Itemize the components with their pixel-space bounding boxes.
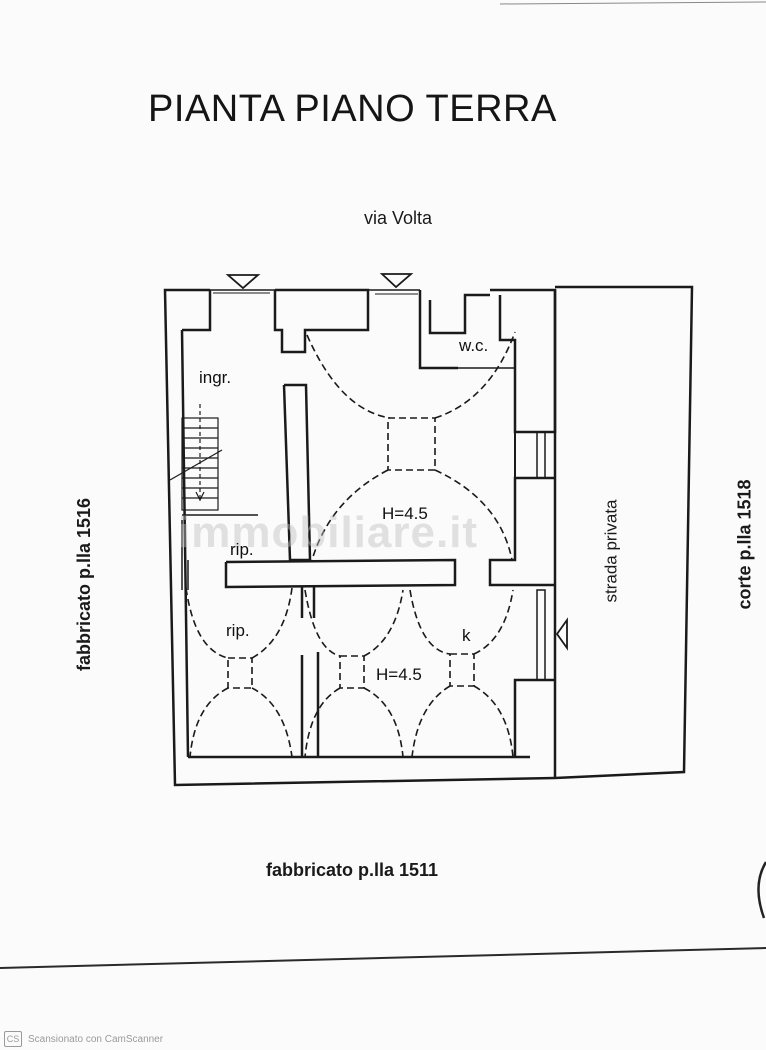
door-marker-side: [555, 617, 568, 651]
outer-wall-inner: [182, 290, 212, 332]
wc-door: [458, 340, 516, 369]
pillar-top-center: [273, 288, 370, 354]
private-road-boundary: [554, 285, 694, 780]
private-road-label: strada privata: [601, 499, 621, 603]
bottom-label: fabbricato p.lla 1511: [266, 860, 439, 880]
watermark-text: immobiliare.it: [178, 508, 479, 557]
door-marker-2: [379, 273, 414, 289]
room-label-storage-1: rip.: [230, 540, 254, 559]
room-label-storage-2: rip.: [226, 621, 250, 640]
staircase: [169, 404, 223, 511]
side-label-left: fabbricato p.lla 1516: [74, 497, 95, 672]
scanner-footer: CS Scansionato con CamScanner: [0, 1028, 766, 1050]
room-label-kitchen: k: [462, 626, 471, 645]
cross-wall: [224, 558, 457, 589]
camscanner-icon: CS: [4, 1031, 22, 1047]
central-wall: [282, 383, 312, 562]
vault-ceilings: [185, 331, 516, 758]
plan-title: PIANTA PIANO TERRA: [148, 88, 557, 130]
wc-wall: [418, 290, 458, 370]
height-label-lower: H=4.5: [376, 665, 422, 684]
room-label-wc: w.c.: [459, 336, 489, 355]
room-label-entrance: ingr.: [199, 368, 232, 387]
outer-wall: [163, 288, 556, 787]
side-label-right: corte p.lla 1518: [734, 479, 755, 610]
scanner-footer-text: Scansionato con CamScanner: [28, 1033, 164, 1045]
street-label-via-volta: via Volta: [364, 208, 433, 228]
door-marker-1: [225, 274, 261, 290]
height-label-upper: H=4.5: [382, 504, 428, 523]
